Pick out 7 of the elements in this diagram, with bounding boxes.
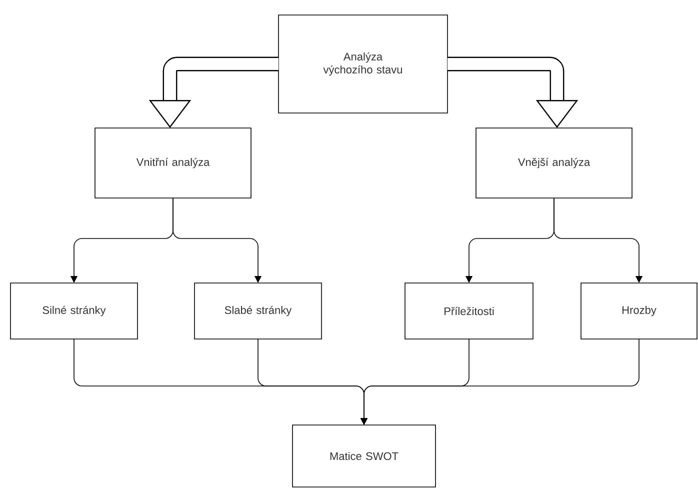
process-box: Analýza výchozího stavu <box>278 14 448 114</box>
arrow <box>448 56 578 128</box>
process-box: Slabé stránky <box>194 282 322 340</box>
process-box: Silné stránky <box>10 282 138 340</box>
process-box: Příležitosti <box>404 282 534 340</box>
process-box: Matice SWOT <box>292 424 436 488</box>
process-box: Hrozby <box>580 282 698 340</box>
